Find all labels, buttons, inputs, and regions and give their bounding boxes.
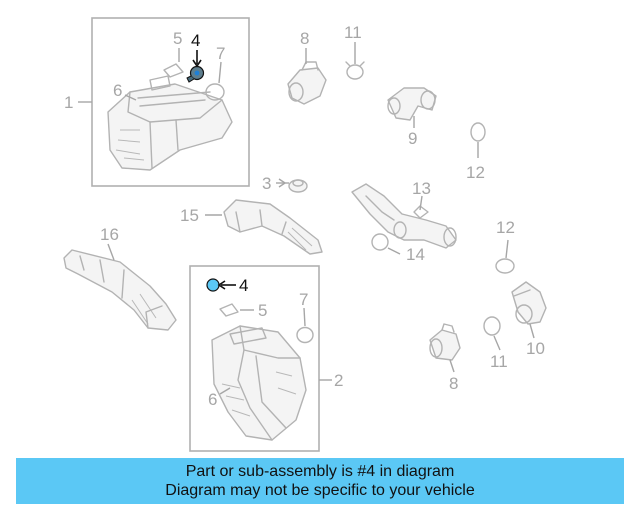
air-cleaner-housing-upper	[107, 75, 233, 171]
clip-5-upper	[163, 63, 184, 78]
clamp-12-lower	[495, 258, 515, 274]
callout-6-upper: 6	[113, 81, 122, 100]
lower-assembly-frame	[189, 265, 320, 452]
grommet-4-upper	[186, 65, 205, 83]
callout-6-lower: 6	[208, 390, 217, 409]
callout-5-lower: 5	[258, 301, 267, 320]
callout-1: 1	[64, 93, 73, 112]
callout-labels: 1 2 3 4 4 5 5 6 6 7 7 8 8 9 10 11 11 12 …	[64, 23, 545, 409]
callout-10: 10	[526, 339, 545, 358]
callout-8-lower: 8	[449, 374, 458, 393]
callout-7-lower: 7	[299, 290, 308, 309]
caption-disclaimer: Diagram may not be specific to your vehi…	[165, 482, 475, 499]
callout-12-upper: 12	[466, 163, 485, 182]
parts-diagram: 1 2 3 4 4 5 5 6 6 7 7 8 8 9 10 11 11 12 …	[63, 17, 547, 452]
grommet-4-lower	[206, 278, 220, 292]
callout-4-lower: 4	[239, 276, 248, 295]
callout-5-upper: 5	[173, 29, 182, 48]
air-duct-16	[63, 249, 177, 331]
o-ring-7-lower	[296, 326, 314, 344]
clip-5-lower	[219, 303, 239, 317]
callout-14: 14	[406, 245, 425, 264]
upper-air-cleaner-assembly	[91, 17, 250, 187]
callout-13: 13	[412, 179, 431, 198]
callout-11-lower: 11	[490, 352, 508, 371]
callout-15: 15	[180, 206, 199, 225]
o-ring-7-upper	[205, 83, 225, 101]
air-flow-sensor-8-upper	[287, 61, 327, 105]
air-flow-sensor-8-lower	[429, 323, 461, 361]
callout-2: 2	[334, 371, 343, 390]
callout-4-upper: 4	[191, 31, 200, 50]
leader-lines	[78, 42, 535, 395]
air-cleaner-housing-lower	[211, 325, 307, 441]
grommet-3	[288, 179, 308, 193]
elbow-10	[511, 281, 547, 325]
callout-16: 16	[100, 225, 119, 244]
inlet-duct-15	[223, 199, 323, 255]
callout-9: 9	[408, 129, 417, 148]
caption-part-number: Part or sub-assembly is #4 in diagram	[185, 463, 455, 480]
callout-12-lower: 12	[496, 218, 515, 237]
clamp-11-upper	[345, 61, 365, 80]
caption-bar: Part or sub-assembly is #4 in diagram Di…	[16, 458, 624, 504]
intake-hose-13	[351, 183, 457, 249]
callout-7-upper: 7	[216, 44, 225, 63]
clamp-14	[371, 233, 389, 251]
callout-3: 3	[262, 174, 271, 193]
lower-air-cleaner-assembly	[189, 265, 320, 452]
callout-11-upper: 11	[344, 23, 362, 42]
elbow-duct-9	[387, 87, 437, 121]
clamp-11-lower	[483, 316, 501, 336]
clamp-12-upper	[470, 122, 486, 142]
callout-8-upper: 8	[300, 29, 309, 48]
